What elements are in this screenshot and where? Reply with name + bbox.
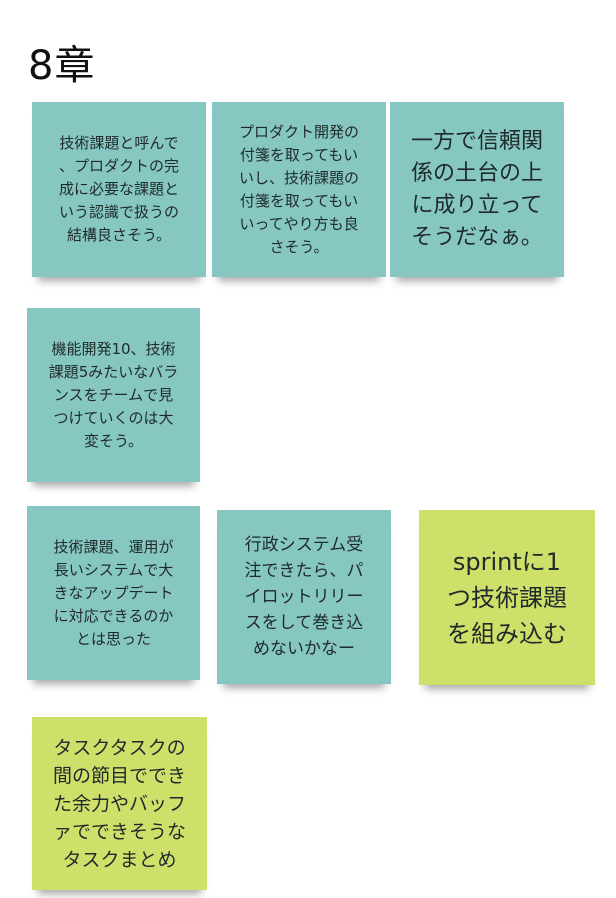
sticky-note[interactable]: 機能開発10、技術 課題5みたいなバラ ンスをチームで見 つけていくのは大 変そ…: [27, 308, 200, 482]
sticky-note[interactable]: 技術課題と呼んで 、プロダクトの完 成に必要な課題と いう認識で扱うの 結構良さ…: [32, 102, 206, 277]
sticky-note[interactable]: sprintに1 つ技術課題 を組み込む: [419, 510, 595, 685]
sticky-note[interactable]: タスクタスクの 間の節目ででき た余力やバッフ ァでできそうな タスクまとめ: [32, 717, 207, 890]
sticky-note-text: 技術課題、運用が 長いシステムで大 きなアップデート に対応できるのか とは思っ…: [53, 537, 174, 648]
sticky-note-text: 一方で信頼関 係の土台の上 に成り立って そうだなぁ。: [410, 128, 543, 250]
sticky-note-text: 機能開発10、技術 課題5みたいなバラ ンスをチームで見 つけていくのは大 変そ…: [48, 339, 179, 450]
sticky-note-text: プロダクト開発の 付箋を取ってもい いし、技術課題の 付箋を取ってもい いってや…: [238, 122, 359, 256]
sticky-note[interactable]: プロダクト開発の 付箋を取ってもい いし、技術課題の 付箋を取ってもい いってや…: [212, 102, 386, 277]
sticky-note-text: 行政システム受 注できたら、パ イロットリリー スをして巻き込 めないかなー: [244, 535, 364, 659]
sticky-note[interactable]: 行政システム受 注できたら、パ イロットリリー スをして巻き込 めないかなー: [217, 510, 391, 684]
sticky-note[interactable]: 技術課題、運用が 長いシステムで大 きなアップデート に対応できるのか とは思っ…: [27, 506, 200, 680]
sticky-note-text: タスクタスクの 間の節目ででき た余力やバッフ ァでできそうな タスクまとめ: [52, 736, 186, 871]
sticky-note-text: 技術課題と呼んで 、プロダクトの完 成に必要な課題と いう認識で扱うの 結構良さ…: [58, 134, 179, 244]
sticky-note[interactable]: 一方で信頼関 係の土台の上 に成り立って そうだなぁ。: [390, 102, 564, 277]
chapter-title: 8章: [28, 43, 96, 89]
sticky-note-text: sprintに1 つ技術課題 を組み込む: [447, 547, 567, 648]
